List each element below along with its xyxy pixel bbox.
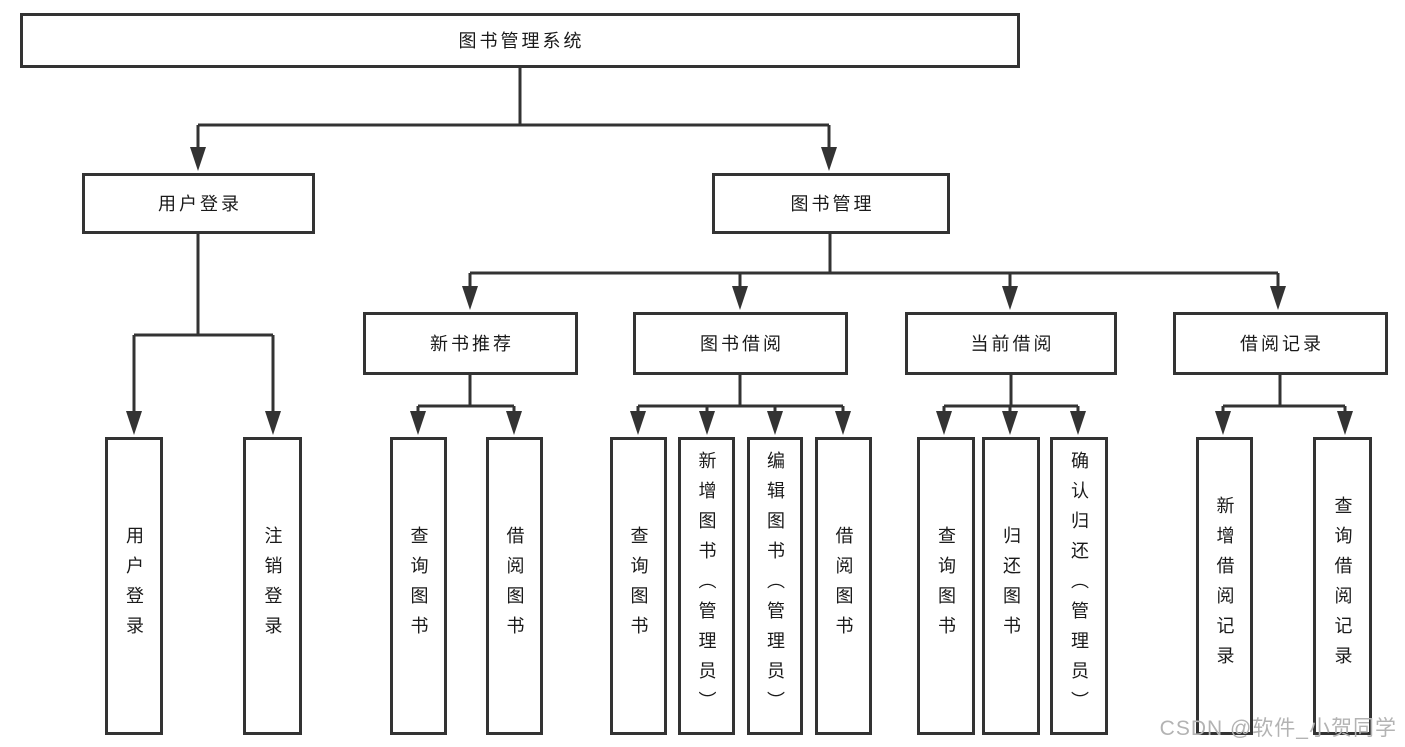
leaf-user-login: 用户登录 [105, 437, 163, 735]
node-book-borrow: 图书借阅 [633, 312, 848, 375]
leaf-logout: 注销登录 [243, 437, 302, 735]
node-root: 图书管理系统 [20, 13, 1020, 68]
leaf-edit-book-admin: 编辑图书（管理员） [747, 437, 803, 735]
leaf-query-books-2: 查询图书 [610, 437, 667, 735]
node-book-management: 图书管理 [712, 173, 950, 234]
node-user-login: 用户登录 [82, 173, 315, 234]
leaf-return-book: 归还图书 [982, 437, 1040, 735]
leaf-add-borrow-record: 新增借阅记录 [1196, 437, 1253, 735]
leaf-query-borrow-record: 查询借阅记录 [1313, 437, 1372, 735]
leaf-confirm-return-admin: 确认归还（管理员） [1050, 437, 1108, 735]
leaf-borrow-books-2: 借阅图书 [815, 437, 872, 735]
leaf-borrow-books-1: 借阅图书 [486, 437, 543, 735]
leaf-add-book-admin: 新增图书（管理员） [678, 437, 735, 735]
node-new-book-recommend: 新书推荐 [363, 312, 578, 375]
leaf-query-books-3: 查询图书 [917, 437, 975, 735]
leaf-query-books-1: 查询图书 [390, 437, 447, 735]
node-borrow-records: 借阅记录 [1173, 312, 1388, 375]
csdn-watermark: CSDN @软件_小贺同学 [1159, 717, 1397, 740]
node-current-borrow: 当前借阅 [905, 312, 1117, 375]
